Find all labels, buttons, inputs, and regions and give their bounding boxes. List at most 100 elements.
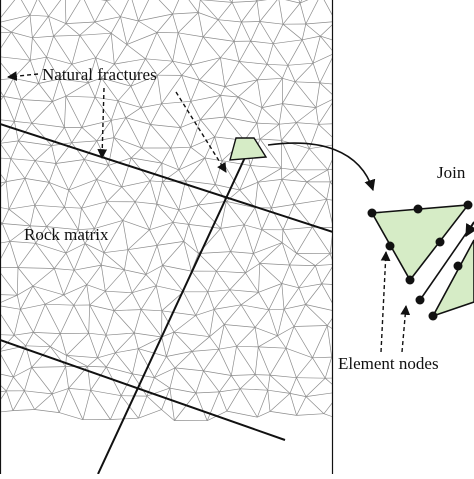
mesh-edge: [72, 58, 96, 64]
mesh-edge: [186, 158, 205, 181]
mesh-edge: [282, 65, 288, 78]
mesh-edge: [146, 245, 157, 274]
mesh-edge: [174, 332, 210, 337]
mesh-edge: [163, 265, 192, 271]
mesh-edge: [157, 204, 179, 210]
mesh-edge: [18, 141, 51, 146]
mesh-edge: [225, 87, 238, 97]
mesh-edge: [88, 366, 107, 367]
mesh-edge: [295, 63, 313, 82]
mesh-edge: [260, 0, 279, 21]
mesh-edge: [33, 332, 50, 346]
mesh-edge: [286, 348, 296, 378]
mesh-edge: [166, 351, 192, 356]
mesh-edge: [239, 41, 250, 61]
mesh-edge: [25, 178, 49, 182]
mesh-edge: [151, 125, 171, 149]
fracture-pointer-left: [8, 74, 38, 77]
mesh-edge: [111, 101, 118, 121]
mesh-edge: [295, 82, 316, 108]
mesh-edge: [146, 275, 156, 286]
mesh-edge: [316, 83, 320, 108]
mesh-edge: [341, 378, 350, 392]
mesh-edge: [191, 147, 205, 158]
mesh-edge: [82, 202, 107, 209]
mesh-edge: [104, 253, 125, 270]
mesh-edge: [54, 269, 74, 271]
mesh-edge: [66, 22, 95, 24]
mesh-edge: [157, 241, 184, 245]
mesh-edge: [146, 59, 173, 61]
mesh-edge: [257, 64, 267, 80]
mesh-edge: [0, 23, 11, 32]
mesh-edge: [101, 265, 124, 270]
mesh-edge: [150, 181, 162, 182]
mesh-edge: [33, 286, 64, 295]
mesh-edge: [219, 376, 231, 392]
mesh-edge: [150, 163, 162, 181]
mesh-edge: [244, 225, 262, 230]
mesh-edge: [282, 265, 290, 284]
mesh-edge: [295, 149, 309, 170]
mesh-edge: [162, 292, 184, 311]
mesh-edge: [255, 327, 258, 347]
mesh-edge: [138, 410, 161, 419]
mesh-edge: [39, 84, 53, 102]
mesh-edge: [0, 141, 18, 143]
mesh-edge: [320, 22, 336, 37]
mesh-edge: [104, 250, 128, 253]
mesh-edge: [334, 248, 344, 265]
element-node: [436, 238, 445, 247]
mesh-edge: [11, 141, 19, 159]
mesh-edge: [138, 0, 152, 21]
mesh-edge: [162, 148, 171, 163]
mesh-edge: [25, 161, 35, 179]
mesh-edge: [141, 310, 162, 311]
mesh-edge: [9, 209, 30, 226]
mesh-edge: [107, 202, 123, 221]
mesh-edge: [90, 305, 114, 311]
mesh-edge: [65, 190, 69, 207]
mesh-edge: [258, 347, 270, 375]
mesh-edge: [74, 305, 89, 333]
mesh-edge: [132, 275, 146, 293]
mesh-edge: [288, 63, 313, 65]
mesh-edge: [302, 24, 306, 40]
mesh-edge: [218, 20, 241, 22]
mesh-edge: [26, 346, 51, 347]
mesh-edge: [336, 0, 344, 22]
mesh-edge: [90, 305, 106, 335]
mesh-edge: [162, 75, 182, 103]
mesh-edge: [35, 205, 65, 207]
mesh-edge: [282, 179, 294, 204]
mesh-edge: [191, 271, 207, 292]
mesh-edge: [56, 160, 84, 164]
mesh-edge: [255, 327, 277, 335]
mesh-edge: [32, 367, 66, 368]
mesh-edge: [296, 378, 306, 397]
mesh-edge: [157, 75, 161, 104]
mesh-edge: [191, 137, 215, 147]
mesh-edge: [66, 355, 67, 366]
mesh-edge: [98, 358, 107, 367]
mesh-edge: [52, 146, 56, 164]
mesh-edge: [296, 378, 325, 379]
mesh-edge: [49, 164, 56, 183]
mesh-edge: [283, 227, 312, 230]
mesh-edge: [224, 325, 255, 328]
mesh-edge: [336, 85, 345, 98]
mesh-edge: [65, 207, 82, 208]
node-pointer-right: [402, 306, 406, 352]
mesh-edge: [253, 243, 282, 254]
mesh-edge: [123, 220, 128, 249]
mesh-edge: [105, 291, 132, 293]
mesh-edge: [4, 78, 14, 96]
mesh-edge: [200, 0, 232, 2]
mesh-edge: [24, 391, 34, 410]
mesh-edge: [0, 305, 20, 309]
mesh-edge: [328, 167, 352, 170]
mesh-edge: [199, 252, 231, 254]
mesh-edge: [196, 315, 210, 336]
mesh-edge: [35, 161, 56, 164]
mesh-edge: [239, 62, 267, 65]
